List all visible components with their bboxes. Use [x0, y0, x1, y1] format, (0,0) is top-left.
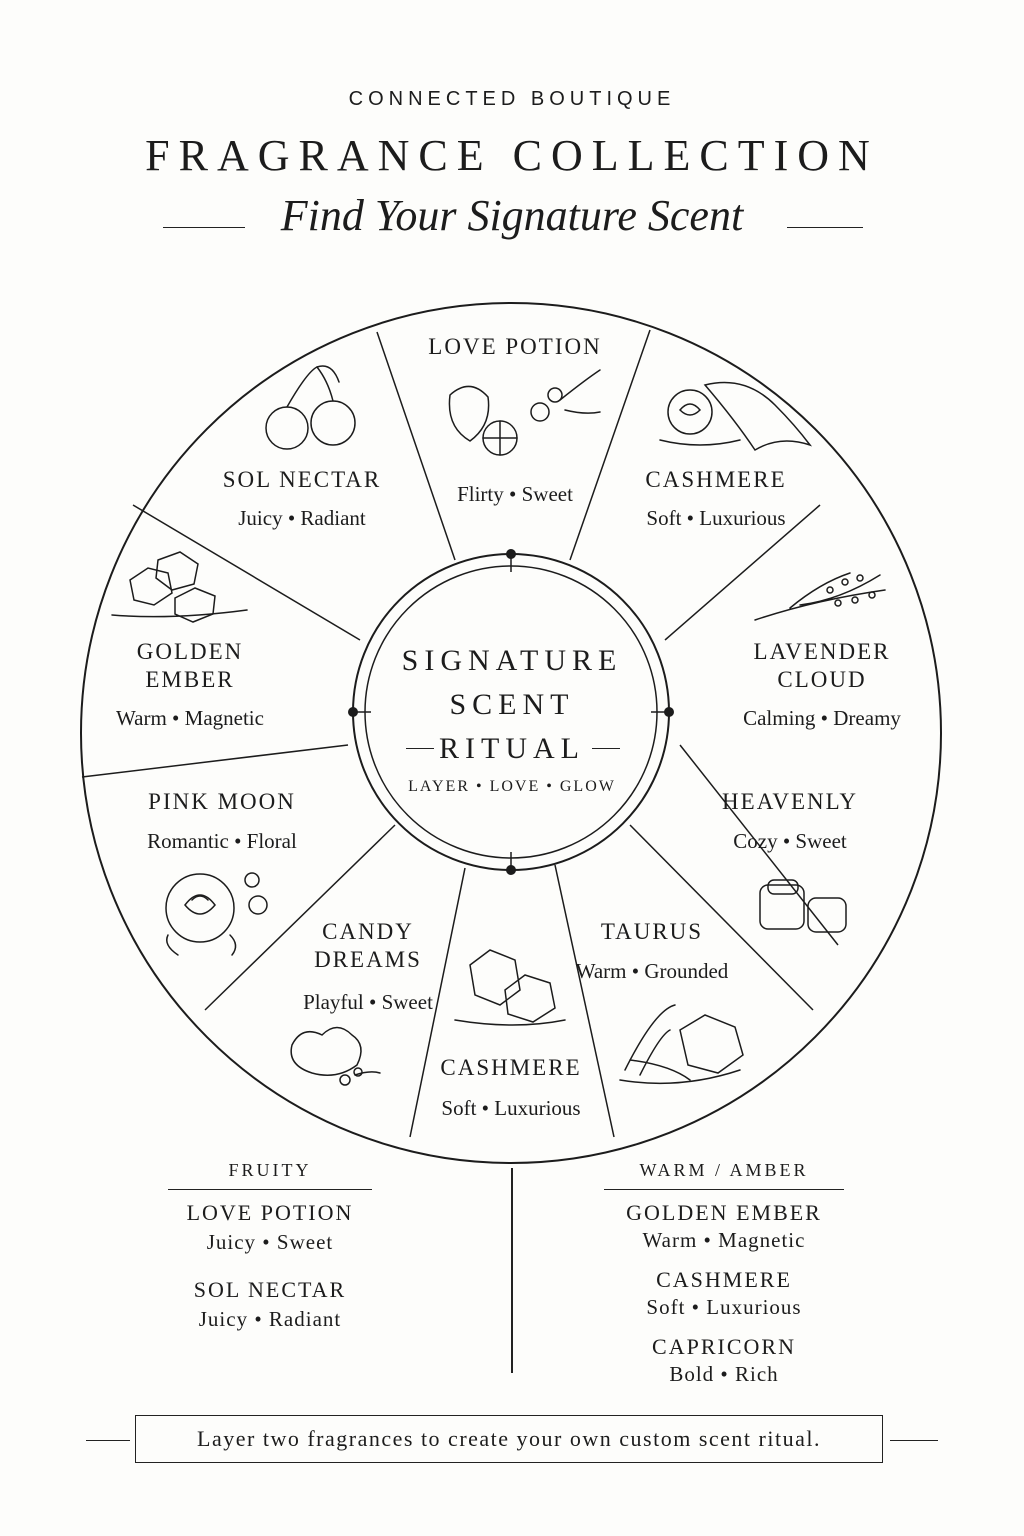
- divider-line: [554, 864, 615, 1138]
- legend-left: FRUITY LOVE POTION Juicy • Sweet SOL NEC…: [168, 1160, 372, 1332]
- legend-left-rule: [168, 1189, 372, 1190]
- crystals-icon: [454, 949, 566, 1026]
- hub-tagline: LAYER • LOVE • GLOW: [408, 778, 616, 795]
- footer-note: Layer two fragrances to create your own …: [135, 1415, 883, 1463]
- segment-name: CASHMERE: [440, 1055, 582, 1080]
- legend-item-desc: Juicy • Radiant: [198, 1307, 342, 1331]
- page-title: FRAGRANCE COLLECTION: [145, 131, 879, 180]
- hub-dot-left: [348, 707, 358, 717]
- legend-item-desc: Juicy • Sweet: [206, 1230, 334, 1254]
- page-subtitle: Find Your Signature Scent: [280, 191, 744, 240]
- segment-name: PINK MOON: [148, 789, 296, 814]
- segment-description: Warm • Grounded: [575, 959, 729, 983]
- hub-line-ritual: RITUAL: [439, 732, 585, 765]
- segment-name: LAVENDER CLOUD: [753, 639, 891, 692]
- hub-dot-bottom: [506, 865, 516, 875]
- cotton-candy-icon: [290, 1026, 381, 1086]
- rose-silk-icon: [659, 381, 813, 452]
- legend-item-name: CASHMERE: [656, 1267, 792, 1292]
- legend-item-desc: Warm • Magnetic: [642, 1228, 806, 1252]
- hub-line-scent: SCENT: [449, 688, 575, 721]
- legend-left-item: LOVE POTION Juicy • Sweet: [168, 1200, 372, 1255]
- divider-line: [81, 744, 349, 778]
- legend-item-name: CAPRICORN: [652, 1334, 796, 1359]
- segment-description: Soft • Luxurious: [441, 1096, 581, 1120]
- divider-line: [629, 824, 814, 1011]
- divider-line: [204, 824, 396, 1011]
- legend-item-desc: Bold • Rich: [669, 1362, 779, 1386]
- segment-name: TAURUS: [600, 919, 704, 944]
- hub-dot-top: [506, 549, 516, 559]
- segment-description: Warm • Magnetic: [116, 706, 264, 730]
- segment-name: CASHMERE: [645, 467, 787, 492]
- hub-rule-left: [406, 748, 434, 749]
- segment-description: Juicy • Radiant: [238, 506, 366, 530]
- legend-right-heading: WARM / AMBER: [639, 1160, 809, 1180]
- hub-dot-right: [664, 707, 674, 717]
- divider-line: [679, 744, 839, 946]
- wheel-dividers: [81, 329, 839, 1138]
- legend-item-name: LOVE POTION: [186, 1200, 354, 1225]
- wheel-outer-ring: [80, 302, 942, 1164]
- brand-name: CONNECTED BOUTIQUE: [348, 88, 676, 110]
- legend-item-desc: Soft • Luxurious: [646, 1295, 802, 1319]
- cherries-icon: [265, 365, 356, 450]
- hub-rule-right: [592, 748, 620, 749]
- segment-description: Soft • Luxurious: [646, 506, 786, 530]
- legend-right-item: GOLDEN EMBER Warm • Magnetic: [604, 1200, 844, 1253]
- divider-line: [409, 867, 466, 1138]
- subtitle-rule-left: [163, 227, 245, 228]
- legend-right-item: CAPRICORN Bold • Rich: [604, 1334, 844, 1387]
- divider-line: [376, 331, 456, 561]
- subtitle-rule-right: [787, 227, 863, 228]
- segment-description: Playful • Sweet: [303, 990, 433, 1014]
- footer-rule-left: [86, 1440, 130, 1441]
- legend-divider: [511, 1168, 513, 1373]
- legend-right-rule: [604, 1189, 844, 1190]
- rose-icon: [165, 872, 268, 956]
- divider-line: [132, 504, 361, 641]
- segment-description: Flirty • Sweet: [457, 482, 573, 506]
- marshmallow-icon: [759, 879, 847, 933]
- segment-description: Romantic • Floral: [147, 829, 297, 853]
- segment-name: LOVE POTION: [428, 334, 602, 359]
- crystal-wood-icon: [619, 1004, 744, 1085]
- legend-right: WARM / AMBER GOLDEN EMBER Warm • Magneti…: [604, 1160, 844, 1387]
- hub-line-signature: SIGNATURE: [401, 644, 623, 677]
- legend-item-name: SOL NECTAR: [193, 1277, 347, 1302]
- segment-name: SOL NECTAR: [222, 467, 382, 492]
- legend-left-heading: FRUITY: [228, 1160, 312, 1180]
- legend-left-item: SOL NECTAR Juicy • Radiant: [168, 1277, 372, 1332]
- legend-item-name: GOLDEN EMBER: [626, 1200, 822, 1225]
- segment-description: Calming • Dreamy: [743, 706, 901, 730]
- divider-line: [664, 504, 821, 641]
- segment-name: CANDY DREAMS: [314, 919, 422, 972]
- amber-crystals-icon: [111, 551, 248, 623]
- segment-name: HEAVENLY: [722, 789, 858, 814]
- lavender-sprig-icon: [754, 572, 886, 621]
- segment-name: GOLDEN EMBER: [136, 639, 244, 692]
- legend-right-item: CASHMERE Soft • Luxurious: [604, 1267, 844, 1320]
- strawberry-lemon-flowers-icon: [448, 369, 601, 456]
- divider-line: [569, 329, 651, 561]
- segment-description: Cozy • Sweet: [733, 829, 847, 853]
- footer-rule-right: [890, 1440, 938, 1441]
